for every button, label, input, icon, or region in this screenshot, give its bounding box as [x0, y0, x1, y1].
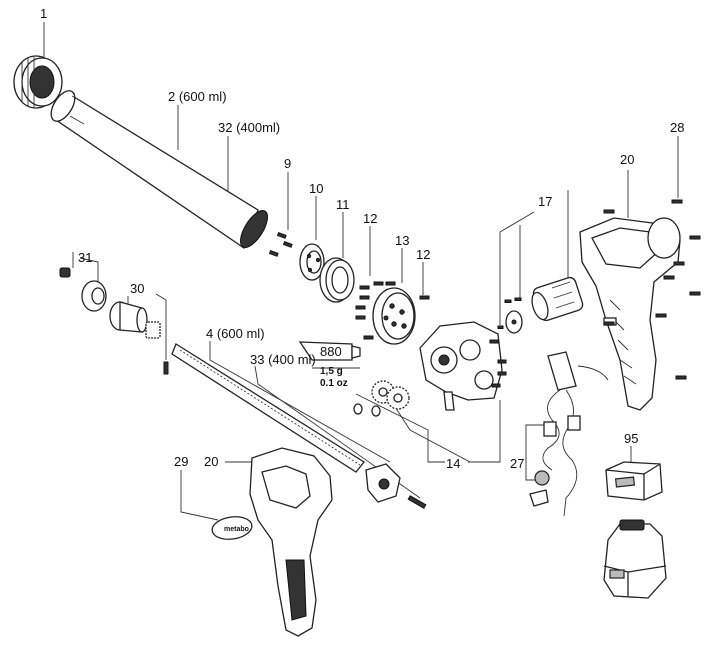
callout-28: 28 — [670, 120, 684, 135]
callout-10: 10 — [309, 181, 323, 196]
charger-95 — [605, 461, 663, 501]
ring-11 — [319, 257, 355, 303]
flange-13 — [372, 287, 416, 345]
callout-880: 880 — [320, 344, 342, 359]
gear-pair — [353, 380, 410, 417]
callout-33: 33 (400 ml) — [250, 352, 316, 367]
switch-wiring-27 — [529, 351, 609, 517]
callout-30: 30 — [130, 281, 144, 296]
rack-rod-4 — [171, 343, 427, 509]
sticker-29: metabo — [211, 516, 253, 540]
callout-2: 2 (600 ml) — [168, 89, 227, 104]
callout-29: 29 — [174, 454, 188, 469]
callout-labels: 1 2 (600 ml) 32 (400ml) 9 10 11 12 13 12… — [40, 6, 684, 471]
callout-9: 9 — [284, 156, 291, 171]
callout-12-left: 12 — [363, 211, 377, 226]
battery-pack — [603, 519, 667, 599]
callout-27: 27 — [510, 456, 524, 471]
gearbox-14 — [419, 321, 507, 411]
screws-12 — [355, 281, 430, 340]
screws-28 — [603, 199, 701, 380]
housing-left-20 — [249, 447, 333, 637]
callout-4: 4 (600 ml) — [206, 326, 265, 341]
callout-17: 17 — [538, 194, 552, 209]
housing-right-20 — [579, 217, 681, 411]
cap-ring — [13, 55, 63, 109]
callout-20-bottom: 20 — [204, 454, 218, 469]
grease-grams: 1,5 g — [320, 366, 343, 377]
sleeve-30 — [109, 301, 169, 375]
callout-11: 11 — [336, 197, 350, 212]
cartridge-tube — [50, 90, 268, 250]
callout-31: 31 — [78, 250, 92, 265]
end-cap-31 — [59, 267, 107, 312]
grease-tube-880 — [298, 341, 361, 361]
callout-13: 13 — [395, 233, 409, 248]
callout-14: 14 — [446, 456, 460, 471]
motor-17 — [497, 276, 584, 334]
sticker-text: metabo — [224, 526, 249, 533]
screws-9 — [268, 232, 293, 257]
piston-disc-10 — [299, 243, 325, 281]
callout-32: 32 (400ml) — [218, 120, 280, 135]
grease-ounces: 0.1 oz — [320, 378, 348, 389]
leader-lines — [43, 22, 679, 521]
callout-95: 95 — [624, 431, 638, 446]
callout-1: 1 — [40, 6, 47, 21]
callout-12-right: 12 — [416, 247, 430, 262]
callout-20-top: 20 — [620, 152, 634, 167]
